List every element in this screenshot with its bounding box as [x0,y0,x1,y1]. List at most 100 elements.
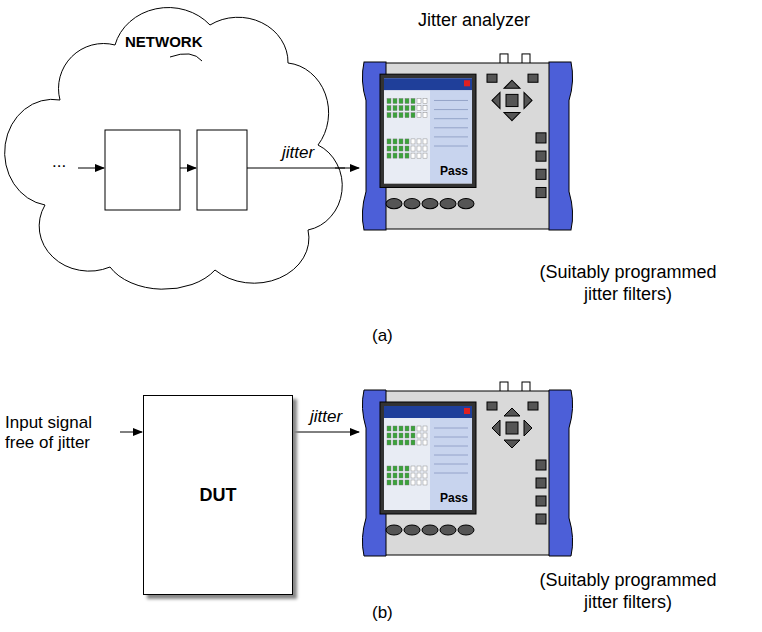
status-cell [387,440,391,445]
status-cell [387,480,391,485]
status-cell [423,113,427,118]
status-cell [411,146,415,151]
status-cell [417,139,421,144]
signal-arrow [120,432,142,433]
ok-key [506,94,518,106]
soft-key [458,525,474,535]
status-cell [399,98,403,103]
status-cell [411,433,415,438]
status-cell [399,426,403,431]
status-cell [387,153,391,158]
ok-key [506,422,518,434]
dut-box: DUT [143,395,293,595]
node-text: NETWORK [125,33,203,50]
result-row [434,118,468,119]
status-cell [405,473,409,478]
side-key [536,496,546,506]
status-cell [399,433,403,438]
status-cell [399,440,403,445]
status-cell [399,146,403,151]
result-row [434,109,468,110]
status-cell [423,146,427,151]
arrow-key [504,80,520,88]
status-cell [393,113,397,118]
status-cell [411,98,415,103]
screen-header [384,406,472,418]
network-element-box [105,130,180,210]
status-cell [387,106,391,111]
screen-pane [430,90,472,183]
status-cell [387,98,391,103]
status-cell [423,473,427,478]
status-cell [405,106,409,111]
status-cell [405,139,409,144]
screen-bezel [380,74,476,187]
drawn-shape [360,388,575,558]
status-cell [417,106,421,111]
status-cell [393,433,397,438]
status-led [464,408,470,414]
result-row [434,455,468,456]
status-cell [411,466,415,471]
device-body [372,391,563,555]
status-cell [417,98,421,103]
key [487,74,497,82]
side-key [536,187,546,197]
connector-port [500,54,508,64]
status-led [464,80,470,86]
status-cell [387,113,391,118]
node-text: Pass [440,164,468,178]
caption-text: (b) [372,603,412,623]
status-cell [405,426,409,431]
result-row [434,464,468,465]
status-cell [423,98,427,103]
device-grip [549,390,573,556]
status-cell [393,146,397,151]
jitter-analyzer: Pass [360,60,575,232]
status-cell [405,466,409,471]
status-cell [411,440,415,445]
status-cell [393,106,397,111]
status-cell [423,433,427,438]
screen-pane [384,418,430,510]
screen [384,78,472,183]
signal-arrow [180,168,196,169]
status-cell [417,433,421,438]
side-key [536,460,546,470]
status-cell [405,153,409,158]
node-text: Pass [440,491,468,505]
status-cell [423,480,427,485]
side-key [536,169,546,179]
side-key [536,478,546,488]
status-cell [423,153,427,158]
soft-key [386,525,402,535]
arrow-key [524,420,532,436]
status-cell [399,139,403,144]
network-cloud [5,8,343,290]
device-grip [549,62,573,230]
status-cell [387,473,391,478]
key [528,74,538,82]
status-cell [393,473,397,478]
status-cell [411,139,415,144]
status-cell [417,153,421,158]
result-row [434,100,468,101]
status-cell [417,440,421,445]
result-row [434,127,468,128]
caption-text: Input signal free of jitter [5,413,123,454]
status-cell [411,153,415,158]
status-cell [387,433,391,438]
status-cell [399,106,403,111]
status-cell [399,153,403,158]
status-cell [405,433,409,438]
cloud-curl [170,54,202,61]
result-row [434,473,468,474]
status-cell [411,480,415,485]
status-cell [399,473,403,478]
caption-text: Jitter analyzer [418,10,618,32]
arrow-key [492,92,500,108]
result-row [434,437,468,438]
edge-label: jitter [308,407,344,427]
status-cell [411,473,415,478]
status-cell [423,466,427,471]
